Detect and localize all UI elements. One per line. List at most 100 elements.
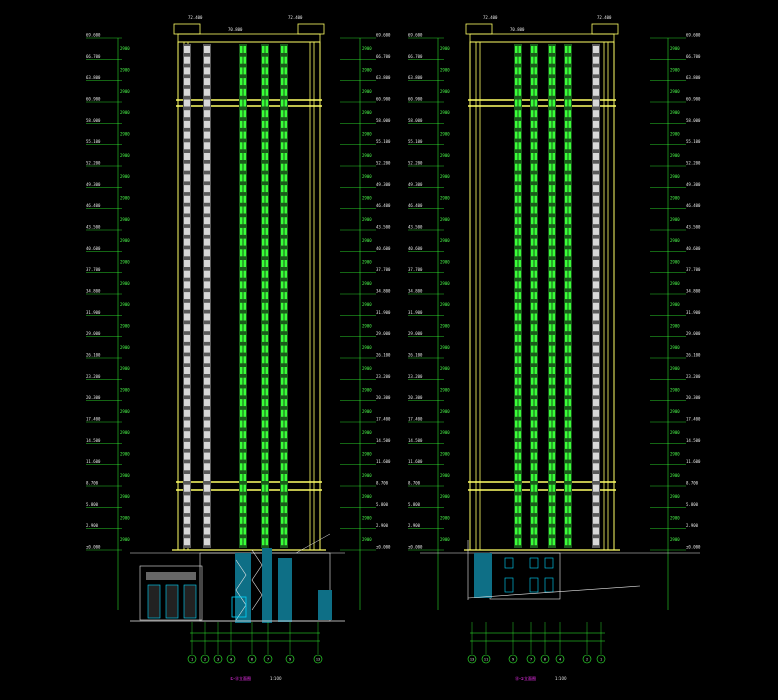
green-window <box>531 206 534 214</box>
green-window <box>565 495 568 503</box>
axis-label: 4 <box>559 658 561 662</box>
green-window <box>281 527 284 535</box>
window-pane <box>204 431 210 439</box>
green-window <box>518 474 521 481</box>
green-window <box>515 67 518 75</box>
window-pane <box>204 195 210 203</box>
green-window <box>240 249 243 257</box>
green-window <box>265 516 268 524</box>
green-window <box>281 131 284 139</box>
green-window <box>281 185 284 193</box>
window-pane <box>593 441 599 449</box>
floor-level-label: 46.400 <box>376 203 391 208</box>
window-pane <box>184 56 190 64</box>
green-window <box>518 506 521 514</box>
window-pane <box>204 238 210 246</box>
green-window <box>281 356 284 364</box>
floor-level-label: 31.900 <box>376 310 391 315</box>
green-window <box>515 260 518 267</box>
green-window <box>240 153 243 160</box>
dim-segment-label: 2900 <box>362 132 372 137</box>
window-pane <box>593 356 599 364</box>
dim-segment-label: 2900 <box>670 366 680 371</box>
green-window <box>262 249 265 257</box>
window-pane <box>593 313 599 321</box>
green-window <box>568 388 571 396</box>
green-window <box>265 334 268 342</box>
green-window <box>281 334 284 342</box>
green-window <box>568 185 571 193</box>
green-window <box>265 538 268 546</box>
green-window <box>243 463 246 471</box>
dim-segment-label: 2900 <box>362 174 372 179</box>
dim-segment-label: 2900 <box>440 174 450 179</box>
green-window <box>281 227 284 235</box>
green-window <box>568 313 571 321</box>
green-window <box>515 56 518 64</box>
window-pane <box>593 67 599 75</box>
dim-segment-label: 2900 <box>440 281 450 286</box>
right-podium <box>420 540 700 600</box>
right-tower <box>464 23 620 551</box>
green-window <box>552 131 555 139</box>
window-strip-green <box>548 44 556 548</box>
window-strip-green <box>280 44 288 548</box>
dim-segment-label: 2900 <box>120 324 130 329</box>
dim-segment-label: 2900 <box>362 196 372 201</box>
green-window <box>549 356 552 364</box>
window-pane <box>184 516 190 524</box>
green-window <box>568 399 571 407</box>
dim-segment-label: 2900 <box>120 132 130 137</box>
dim-segment-label: 2900 <box>670 302 680 307</box>
axis-bubble <box>226 654 236 664</box>
green-window <box>552 217 555 225</box>
green-window <box>262 217 265 225</box>
green-window <box>240 131 243 139</box>
green-window <box>281 46 284 53</box>
green-window <box>549 238 552 246</box>
green-window <box>552 484 555 492</box>
green-window <box>243 324 246 332</box>
green-window <box>549 420 552 428</box>
dim-segment-label: 2900 <box>120 409 130 414</box>
axis-bubble <box>526 654 536 664</box>
dim-segment-label: 2900 <box>362 110 372 115</box>
dim-segment-label: 2900 <box>440 238 450 243</box>
green-window <box>240 206 243 214</box>
window-pane <box>593 302 599 310</box>
green-window <box>262 302 265 310</box>
green-window <box>568 377 571 385</box>
green-window <box>265 484 268 492</box>
green-window <box>243 120 246 128</box>
floor-level-label: 49.300 <box>686 182 701 187</box>
green-window <box>534 110 537 118</box>
green-window <box>281 345 284 353</box>
green-window <box>281 377 284 385</box>
green-window <box>240 484 243 492</box>
floor-level-label: 2.900 <box>376 523 389 528</box>
green-window <box>262 46 265 53</box>
green-window <box>284 206 287 214</box>
green-window <box>284 409 287 417</box>
window-pane <box>593 281 599 289</box>
dim-segment-label: 2900 <box>362 46 372 51</box>
floor-level-label: 37.700 <box>686 267 701 272</box>
dim-segment-label: 2900 <box>362 238 372 243</box>
green-window <box>531 484 534 492</box>
green-window <box>265 270 268 278</box>
green-window <box>531 46 534 53</box>
green-window <box>515 249 518 257</box>
green-window <box>531 377 534 385</box>
axis-bubble <box>582 654 592 664</box>
green-window <box>515 463 518 471</box>
green-window <box>565 120 568 128</box>
green-window <box>515 120 518 128</box>
green-window <box>531 324 534 332</box>
dim-segment-label: 2900 <box>120 110 130 115</box>
floor-level-label: 23.200 <box>408 374 423 379</box>
window-pane <box>184 227 190 235</box>
green-window <box>240 367 243 374</box>
green-window <box>565 388 568 396</box>
window-pane <box>184 142 190 150</box>
floor-level-label: 69.600 <box>686 33 701 38</box>
